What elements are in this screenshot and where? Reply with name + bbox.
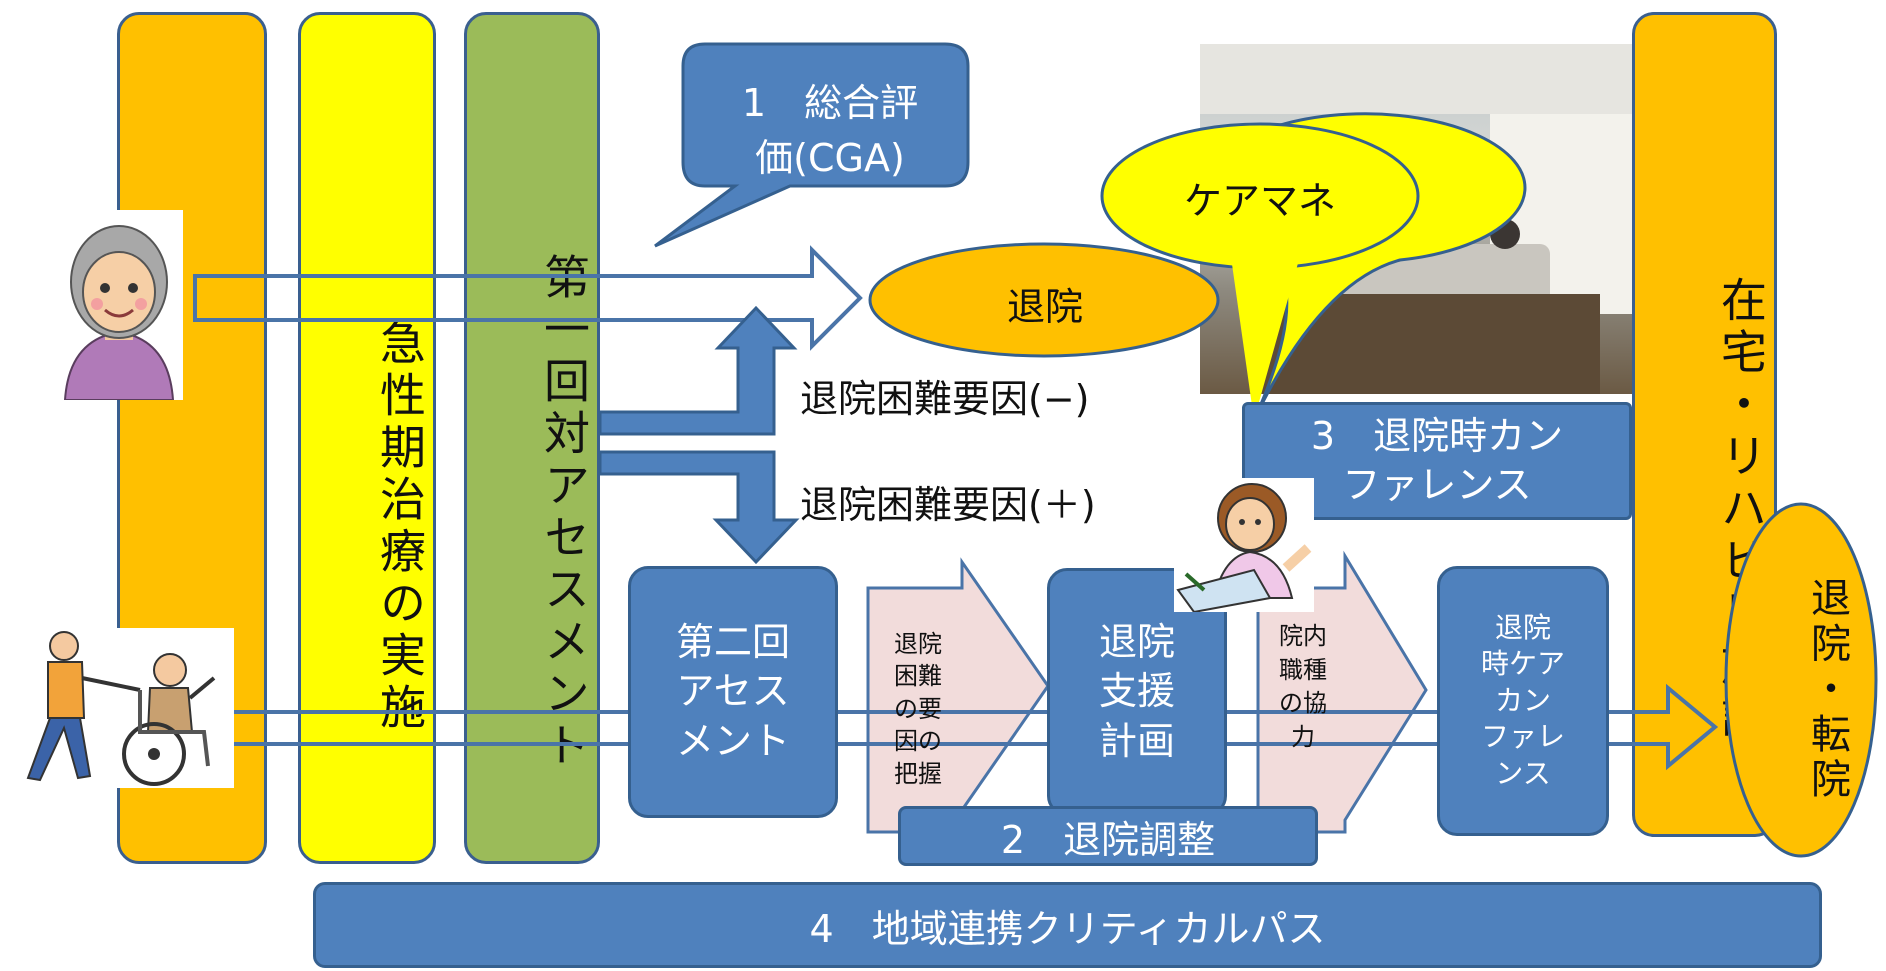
upper-flow-arrow xyxy=(193,245,863,351)
discharge-ellipse xyxy=(868,242,1220,358)
cooperation-text: 院内 職種 の協 力 xyxy=(1279,622,1327,751)
discharge-coordination-bar: 2 退院調整 xyxy=(898,806,1318,866)
difficulty-negative-label: 退院困難要因(−) xyxy=(800,377,1090,421)
branch-up-arrow xyxy=(598,305,798,436)
discharge-transfer-ellipse xyxy=(1724,502,1878,858)
cga-callout-shape xyxy=(654,42,970,248)
regional-pathway-bar: 4 地域連携クリティカルパス xyxy=(313,882,1822,968)
discharge-transfer-label: 退院・転院 xyxy=(1804,577,1850,803)
care-conference-box: 退院 時ケア カン ファレ ンス xyxy=(1437,566,1609,836)
acute-treatment-column: 急性期治療の実施 xyxy=(298,12,436,864)
discharge-node: 退院 xyxy=(1006,285,1083,329)
difficulty-positive-label: 退院困難要因(＋) xyxy=(800,483,1096,527)
care-manager-text: ケアマネ xyxy=(1183,179,1336,223)
elderly-woman-icon xyxy=(55,210,183,400)
nurse-writing-icon xyxy=(1174,478,1314,612)
second-assessment-box: 第二回 アセス メント xyxy=(628,566,838,818)
wheelchair-caregiver-icon xyxy=(8,628,234,788)
lower-flow-arrow xyxy=(230,683,1719,771)
grasp-factors-text: 退院 困難 の要 因の 把握 xyxy=(894,630,942,788)
branch-down-arrow xyxy=(598,450,800,565)
discharge-conference-box: 3 退院時カン ファレンス xyxy=(1242,402,1632,520)
first-assessment-label: 第一回対アセスメント xyxy=(537,253,591,773)
cga-callout-text: 1 総合評 価(CGA) xyxy=(741,81,919,181)
acute-treatment-label: 急性期治療の実施 xyxy=(373,319,427,735)
grasp-chevron xyxy=(866,557,1050,834)
first-assessment-column: 第一回対アセスメント xyxy=(464,12,600,864)
discharge-transfer-text: 退院・転院 xyxy=(1746,530,1856,850)
